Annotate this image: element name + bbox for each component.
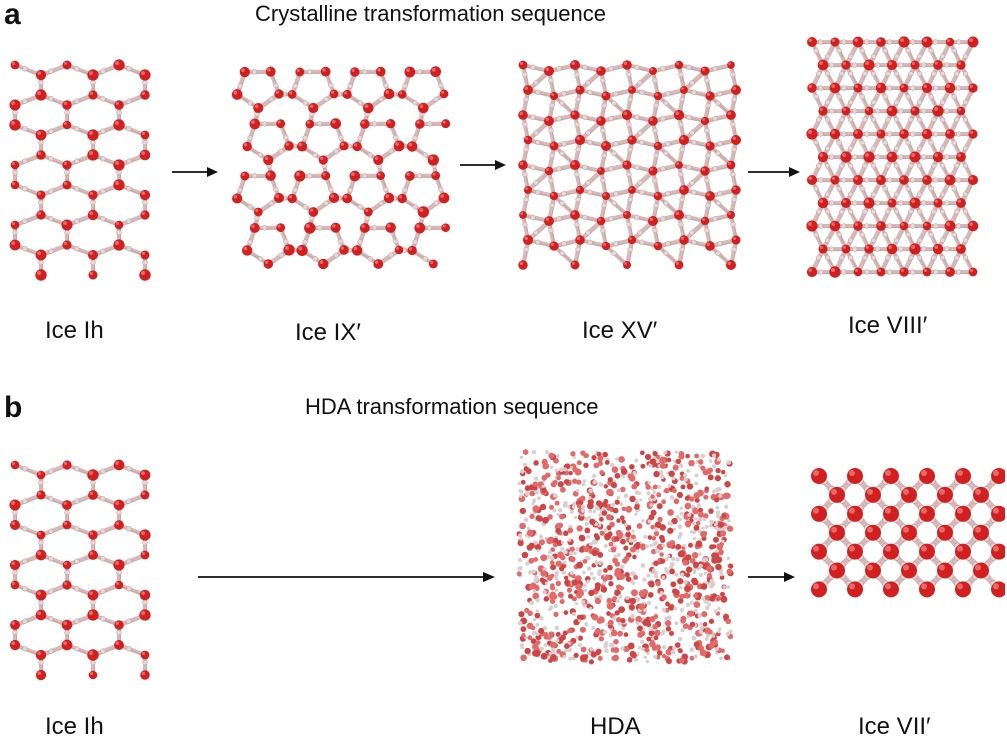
ice-xv-structure bbox=[515, 55, 745, 275]
arrow-hda-to-vii bbox=[746, 567, 798, 587]
arrow-ih-to-ix bbox=[170, 162, 220, 182]
ice-ih-structure bbox=[5, 455, 163, 685]
panel-a-letter: a bbox=[4, 0, 21, 30]
hda-structure bbox=[515, 448, 735, 666]
ice-ih-structure bbox=[5, 55, 163, 285]
panel-b-title: HDA transformation sequence bbox=[305, 396, 599, 418]
label-ice-ih-b: Ice Ih bbox=[45, 715, 104, 739]
arrow-ix-to-xv bbox=[458, 155, 508, 175]
label-ice-vii: Ice VII′ bbox=[858, 715, 931, 739]
arrow-xv-to-viii bbox=[746, 162, 802, 182]
label-ice-ix: Ice IX′ bbox=[295, 321, 361, 345]
label-hda: HDA bbox=[590, 715, 641, 739]
label-ice-ih-a: Ice Ih bbox=[45, 319, 104, 343]
panel-b-letter: b bbox=[4, 393, 22, 423]
ice-ix-structure bbox=[230, 60, 455, 280]
arrow-ih-to-hda bbox=[196, 567, 498, 587]
label-ice-xv: Ice XV′ bbox=[582, 319, 657, 343]
ice-vii-structure bbox=[805, 462, 1005, 662]
label-ice-viii: Ice VIII′ bbox=[848, 314, 927, 338]
ice-viii-structure bbox=[800, 30, 985, 295]
panel-a-title: Crystalline transformation sequence bbox=[255, 3, 606, 25]
